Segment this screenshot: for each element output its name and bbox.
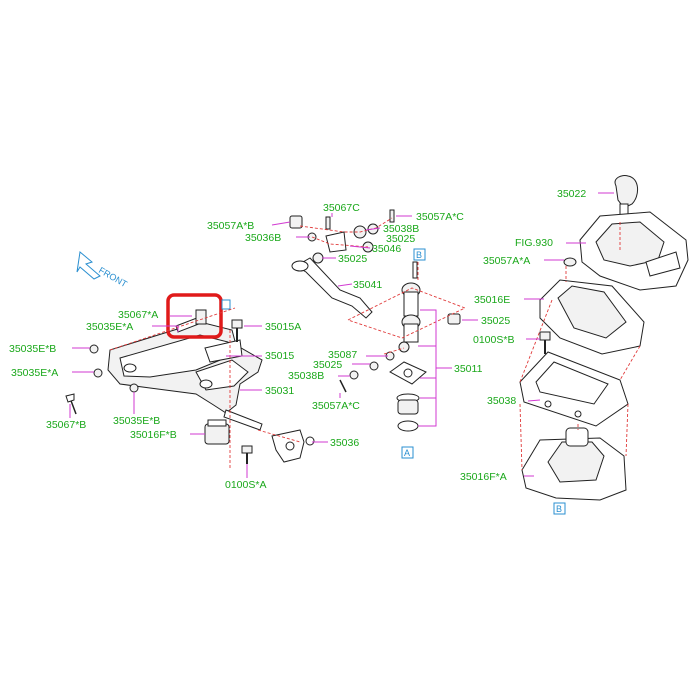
front-indicator: FRONT bbox=[76, 251, 129, 289]
part-labels: 35022 FIG.930 35057A*A 35016E 35025 0100… bbox=[9, 188, 586, 491]
label-0100S-B: 0100S*B bbox=[473, 334, 514, 346]
label-35025-mid: 35025 bbox=[338, 253, 367, 265]
label-35015: 35015 bbox=[265, 350, 294, 362]
shift-lever-assembly bbox=[289, 209, 461, 432]
label-35022: 35022 bbox=[557, 188, 586, 200]
ref-box-small bbox=[221, 299, 231, 310]
label-35031: 35031 bbox=[265, 385, 294, 397]
label-35035E-A-top: 35035E*A bbox=[86, 321, 133, 333]
ref-box-b-bottom: B bbox=[553, 502, 566, 515]
crossmember-assembly bbox=[65, 309, 315, 464]
ref-box-b-top: B bbox=[413, 248, 426, 261]
console-assembly bbox=[519, 175, 689, 501]
label-35057A-C-low: 35057A*C bbox=[312, 400, 360, 412]
label-35025-top: 35025 bbox=[386, 233, 415, 245]
label-35041: 35041 bbox=[353, 279, 382, 291]
label-35057A-C-top: 35057A*C bbox=[416, 211, 464, 223]
label-35038B-top: 35038B bbox=[383, 223, 419, 235]
label-35025-right: 35025 bbox=[481, 315, 510, 327]
label-0100S-A: 0100S*A bbox=[225, 479, 266, 491]
label-35087: 35087 bbox=[328, 349, 357, 361]
label-35035E-A-left: 35035E*A bbox=[11, 367, 58, 379]
label-35046: 35046 bbox=[372, 243, 401, 255]
label-35035E-B-left: 35035E*B bbox=[9, 343, 56, 355]
front-label: FRONT bbox=[97, 265, 129, 289]
label-35016E: 35016E bbox=[474, 294, 510, 306]
label-35015A: 35015A bbox=[265, 321, 301, 333]
label-35035E-B-low: 35035E*B bbox=[113, 415, 160, 427]
leader-lines bbox=[69, 192, 614, 478]
label-35067C: 35067C bbox=[323, 202, 360, 214]
label-35016F-B: 35016F*B bbox=[130, 429, 177, 441]
label-35057A-A: 35057A*A bbox=[483, 255, 530, 267]
label-35036: 35036 bbox=[330, 437, 359, 449]
label-35057A-B: 35057A*B bbox=[207, 220, 254, 232]
label-35025-low: 35025 bbox=[313, 359, 342, 371]
label-fig930: FIG.930 bbox=[515, 237, 553, 249]
ref-box-a-bottom: A bbox=[401, 446, 414, 459]
svg-text:B: B bbox=[416, 250, 422, 260]
label-35016F-A: 35016F*A bbox=[460, 471, 507, 483]
label-35067-A: 35067*A bbox=[118, 309, 158, 321]
label-35038: 35038 bbox=[487, 395, 516, 407]
label-35011: 35011 bbox=[454, 363, 483, 375]
svg-text:B: B bbox=[556, 504, 562, 514]
label-35038B-low: 35038B bbox=[288, 370, 324, 382]
highlight-box bbox=[166, 293, 223, 339]
label-35036B: 35036B bbox=[245, 232, 281, 244]
label-35067-B: 35067*B bbox=[46, 419, 86, 431]
svg-text:A: A bbox=[404, 448, 410, 458]
